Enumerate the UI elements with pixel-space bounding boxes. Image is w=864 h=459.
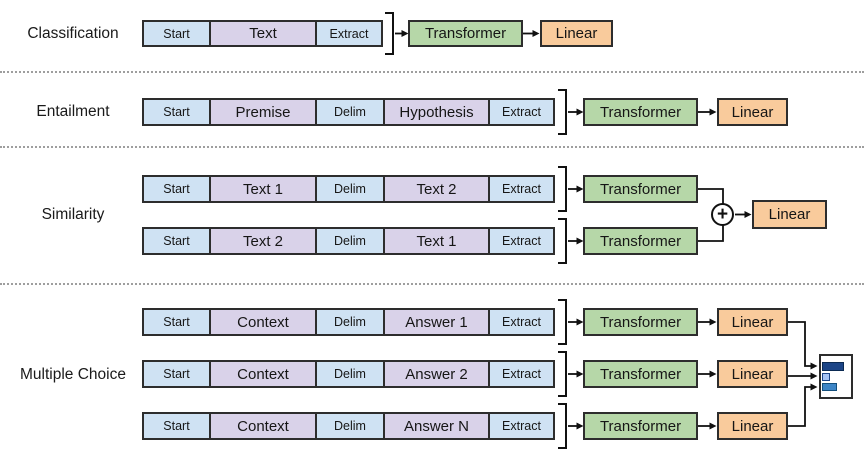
- token-cell-extract: Extract: [488, 362, 553, 386]
- token-cell-context: Context: [209, 414, 315, 438]
- token-sequence: Start Context Delim Answer 2 Extract: [142, 360, 555, 388]
- token-cell-extract: Extract: [488, 177, 553, 201]
- linear-box: Linear: [540, 20, 613, 47]
- token-cell-premise: Premise: [209, 100, 315, 124]
- token-cell-context: Context: [209, 362, 315, 386]
- token-cell-hypothesis: Hypothesis: [383, 100, 488, 124]
- token-cell-delim: Delim: [315, 177, 383, 201]
- token-cell-extract: Extract: [488, 229, 553, 253]
- token-cell-text1: Text 1: [209, 177, 315, 201]
- token-sequence: Start Text Extract: [142, 20, 383, 47]
- token-cell-start: Start: [144, 229, 209, 253]
- token-cell-answer1: Answer 1: [383, 310, 488, 334]
- token-cell-delim: Delim: [315, 100, 383, 124]
- token-cell-text2: Text 2: [209, 229, 315, 253]
- token-sequence: Start Context Delim Answer N Extract: [142, 412, 555, 440]
- transformer-box: Transformer: [583, 360, 698, 388]
- token-cell-text: Text: [209, 22, 315, 45]
- transformer-box: Transformer: [583, 308, 698, 336]
- linear-box: Linear: [717, 308, 788, 336]
- sum-icon: +: [711, 203, 734, 226]
- transformer-box: Transformer: [408, 20, 523, 47]
- token-sequence: Start Context Delim Answer 1 Extract: [142, 308, 555, 336]
- token-cell-start: Start: [144, 177, 209, 201]
- section-divider: [0, 71, 864, 73]
- linear-box: Linear: [717, 98, 788, 126]
- section-label-classification: Classification: [27, 25, 119, 42]
- token-cell-start: Start: [144, 22, 209, 45]
- token-cell-delim: Delim: [315, 414, 383, 438]
- section-divider: [0, 146, 864, 148]
- token-cell-delim: Delim: [315, 229, 383, 253]
- token-cell-extract: Extract: [488, 100, 553, 124]
- token-cell-start: Start: [144, 362, 209, 386]
- transformer-box: Transformer: [583, 412, 698, 440]
- token-cell-extract: Extract: [315, 22, 381, 45]
- token-cell-context: Context: [209, 310, 315, 334]
- token-cell-start: Start: [144, 414, 209, 438]
- section-divider: [0, 283, 864, 285]
- transformer-box: Transformer: [583, 98, 698, 126]
- token-sequence: Start Premise Delim Hypothesis Extract: [142, 98, 555, 126]
- token-cell-extract: Extract: [488, 414, 553, 438]
- token-cell-delim: Delim: [315, 362, 383, 386]
- token-cell-delim: Delim: [315, 310, 383, 334]
- token-cell-text2: Text 2: [383, 177, 488, 201]
- transformer-box: Transformer: [583, 227, 698, 255]
- linear-box: Linear: [717, 412, 788, 440]
- section-label-entailment: Entailment: [36, 103, 110, 120]
- linear-box: Linear: [717, 360, 788, 388]
- section-label-similarity: Similarity: [41, 206, 105, 223]
- token-cell-start: Start: [144, 100, 209, 124]
- token-cell-answerN: Answer N: [383, 414, 488, 438]
- score-bar-2: [822, 383, 837, 391]
- token-cell-extract: Extract: [488, 310, 553, 334]
- token-cell-start: Start: [144, 310, 209, 334]
- linear-box: Linear: [752, 200, 827, 229]
- transformer-box: Transformer: [583, 175, 698, 203]
- token-sequence: Start Text 1 Delim Text 2 Extract: [142, 175, 555, 203]
- score-bar-0: [822, 362, 844, 371]
- token-cell-text1: Text 1: [383, 229, 488, 253]
- section-label-multiple-choice: Multiple Choice: [20, 366, 126, 383]
- token-sequence: Start Text 2 Delim Text 1 Extract: [142, 227, 555, 255]
- token-cell-answer2: Answer 2: [383, 362, 488, 386]
- score-bar-1: [822, 373, 830, 381]
